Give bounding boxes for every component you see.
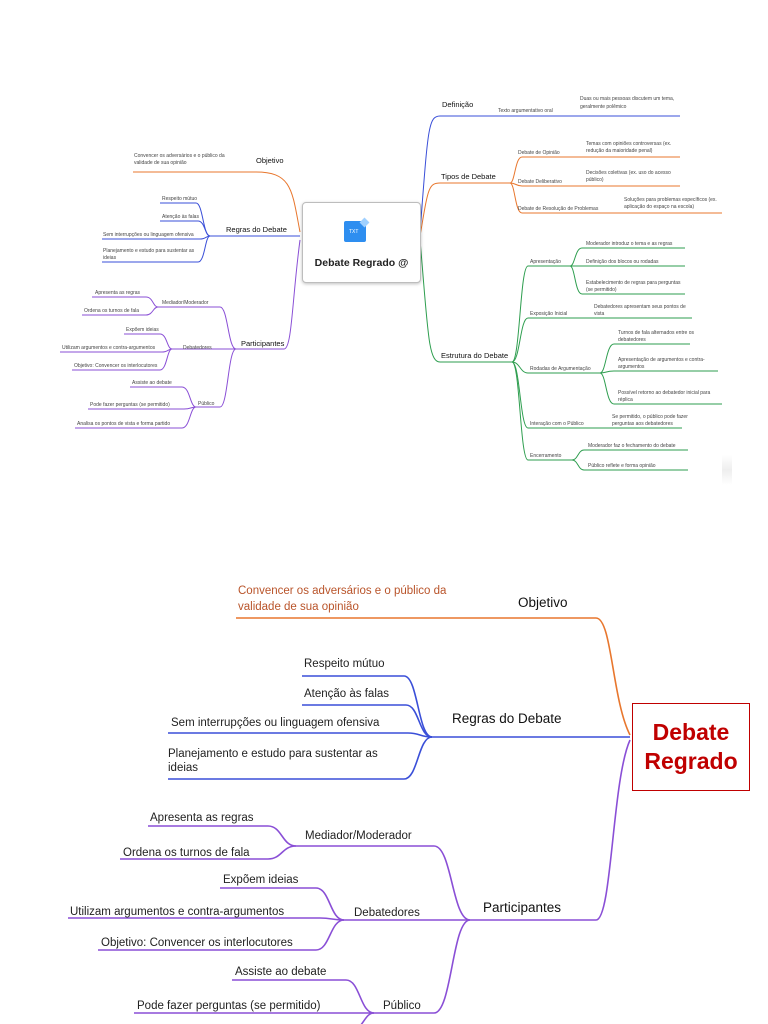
bottom-publico-item: Pode fazer perguntas (se permitido) [137,1000,321,1012]
bottom-debatedores-item: Utilizam argumentos e contra-argumentos [70,906,284,918]
bottom-participantes-label: Participantes [483,900,561,915]
bottom-regras-item: ideias [168,762,198,774]
top-rodadas-item: debatedores [618,337,646,343]
top-tipo-detail: Soluções para problemas específicos (ex. [624,197,717,203]
top-apresentacao-item: Estabelecimento de regras para perguntas [586,280,681,286]
top-exposicao-detail: Debatedores apresentam seus pontos de [594,304,686,310]
top-participantes-label: Participantes [241,339,285,348]
top-tipo-detail: redução da maioridade penal) [586,148,653,154]
bottom-regras-item: Sem interrupções ou linguagem ofensiva [171,717,380,729]
document-icon-label: TXT [349,229,359,235]
top-central-node: TXT Debate Regrado @ [302,202,421,283]
top-mediador-label: Mediador/Moderador [162,300,209,306]
bottom-map-labels: Convencer os adversários e o público da … [70,585,568,1012]
top-encerramento-label: Encerramento [530,453,562,459]
top-apresentacao-item: Definição dos blocos ou rodadas [586,259,659,265]
top-rodadas-item: Possível retorno ao debatedor inicial pa… [618,390,710,396]
bottom-objetivo-text-1: Convencer os adversários e o público da [238,585,447,597]
top-objetivo-text-2: validade de sua opinião [134,160,187,166]
top-mediador-item: Apresenta as regras [95,290,141,296]
top-apresentacao-label: Apresentação [530,259,561,265]
top-tipo-detail: público) [586,177,604,183]
top-definicao-label: Definição [442,100,473,109]
top-debatedores-label: Debatedores [183,345,212,351]
top-exposicao-detail: vista [594,311,605,317]
bottom-publico-label: Público [383,1000,421,1012]
top-tipo-label: Debate de Resolução de Problemas [518,206,599,212]
bottom-publico-item: Assiste ao debate [235,966,326,978]
top-regras-label: Regras do Debate [226,225,287,234]
top-regras-item: Atenção às falas [162,214,199,220]
bottom-mediador-item: Apresenta as regras [150,812,254,824]
top-rodadas-item: réplica [618,397,633,403]
top-map-labels: Objetivo Convencer os adversários e o pú… [62,96,717,469]
bottom-mind-map [68,617,631,1024]
top-publico-item: Analisa os pontos de vista e forma parti… [77,421,170,427]
top-regras-item: Respeito mútuo [162,196,197,202]
top-publico-item: Assiste ao debate [132,380,172,386]
top-tipo-detail: Temas com opiniões controversas (ex. [586,141,671,147]
top-mind-map [60,115,722,471]
top-apresentacao-item: Moderador introduz o tema e as regras [586,241,673,247]
top-interacao-detail: Se permitido, o público pode fazer [612,414,688,420]
bottom-central-node: Debate Regrado [632,703,750,791]
central-title-line-2: Regrado [644,748,738,774]
bottom-objetivo-text-2: validade de sua opinião [238,601,359,613]
bottom-mediador-item: Ordena os turnos de fala [123,847,250,859]
top-exposicao-label: Exposição Inicial [530,311,567,317]
edge-artifact [722,455,732,485]
top-publico-item: Pode fazer perguntas (se permitido) [90,402,170,408]
bottom-mediador-label: Mediador/Moderador [305,830,412,842]
top-tipo-detail: Decisões coletivas (ex. uso do acesso [586,170,671,176]
top-debatedores-item: Utilizam argumentos e contra-argumentos [62,345,156,351]
top-rodadas-label: Rodadas de Argumentação [530,366,591,372]
top-interacao-label: Interação com o Público [530,421,584,427]
top-definicao-detail: geralmente polêmico [580,104,627,110]
top-rodadas-item: Apresentação de argumentos e contra- [618,357,705,363]
top-tipos-label: Tipos de Debate [441,172,496,181]
top-debatedores-item: Expõem ideias [126,327,159,333]
top-apresentacao-item: (se permitido) [586,287,617,293]
top-central-title: Debate Regrado @ [314,257,409,269]
top-publico-label: Público [198,401,215,407]
top-tipo-label: Debate de Opinião [518,150,560,156]
top-rodadas-item: Turnos de fala alternados entre os [618,330,694,336]
top-interacao-detail: perguntas aos debatedores [612,421,673,427]
top-regras-item: ideias [103,255,117,261]
top-encerramento-item: Moderador faz o fechamento do debate [588,443,676,449]
top-debatedores-item: Objetivo: Convencer os interlocutores [74,363,158,369]
bottom-debatedores-item: Expõem ideias [223,874,299,886]
central-title-line-1: Debate [652,719,730,745]
top-rodadas-item: argumentos [618,364,645,370]
bottom-regras-item: Atenção às falas [304,688,389,700]
top-encerramento-item: Público reflete e forma opinião [588,463,656,469]
bottom-debatedores-label: Debatedores [354,907,420,919]
top-estrutura-label: Estrutura do Debate [441,351,508,360]
bottom-objetivo-label: Objetivo [518,595,568,610]
top-objetivo-text-1: Convencer os adversários e o público da [134,153,225,159]
document-icon: TXT [344,221,366,242]
top-regras-item: Sem interrupções ou linguagem ofensiva [103,232,194,238]
bottom-regras-item: Planejamento e estudo para sustentar as [168,748,378,760]
top-regras-item: Planejamento e estudo para sustentar as [103,248,195,254]
bottom-regras-item: Respeito mútuo [304,658,385,670]
bottom-debatedores-item: Objetivo: Convencer os interlocutores [101,937,293,949]
top-objetivo-label: Objetivo [256,156,284,165]
bottom-regras-label: Regras do Debate [452,711,562,726]
top-mediador-item: Ordena os turnos de fala [84,308,139,314]
top-definicao-sub: Texto argumentativo oral [498,108,553,114]
top-tipo-label: Debate Deliberativo [518,179,562,185]
top-tipo-detail: aplicação do espaço na escola) [624,204,694,210]
top-definicao-detail: Duas ou mais pessoas discutem um tema, [580,96,674,102]
